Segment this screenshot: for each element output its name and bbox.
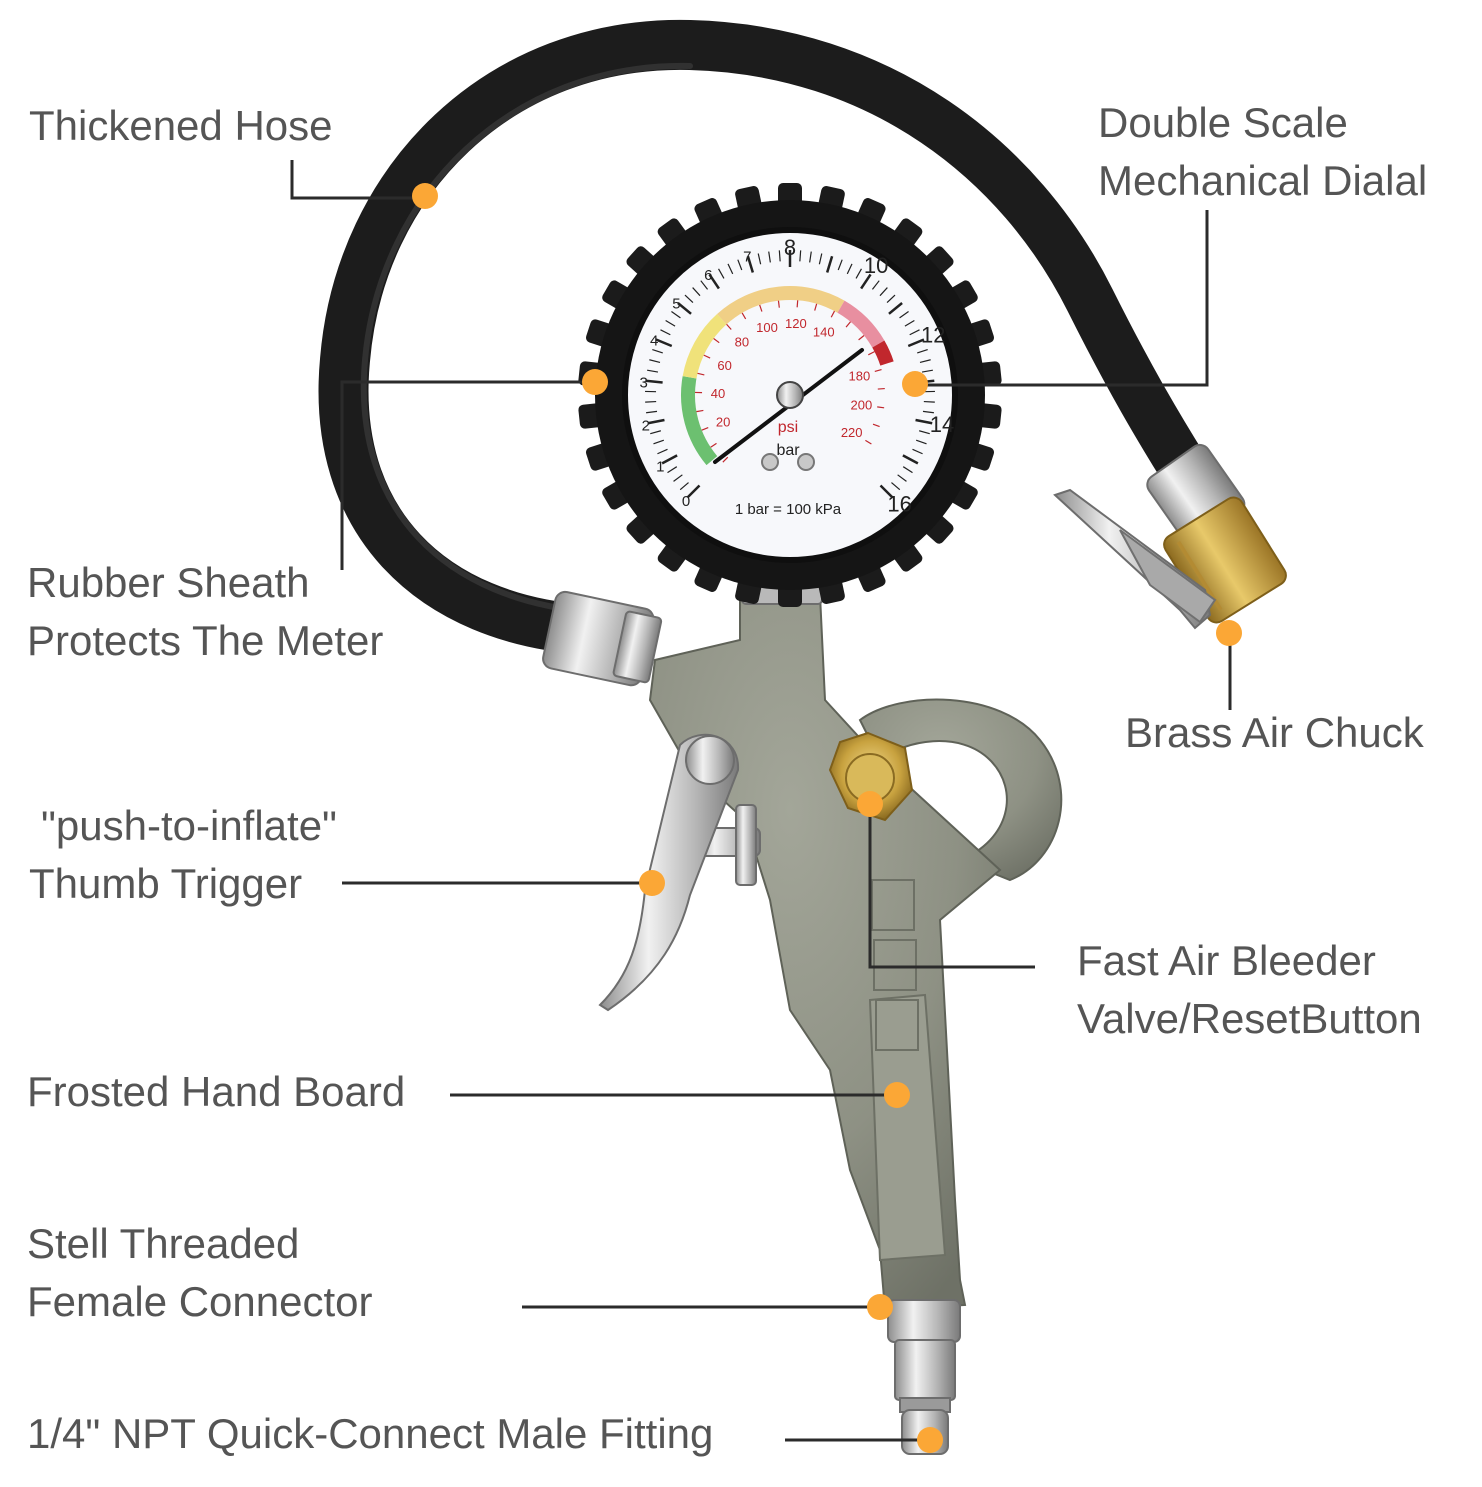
bar-tick-label: 16: [887, 492, 911, 517]
label-rubber-sheath: Rubber Sheath Protects The Meter: [27, 554, 383, 670]
bar-tick-label: 5: [672, 296, 680, 313]
label-bleeder-valve-line1: Fast Air Bleeder: [1077, 932, 1422, 990]
label-hand-board-text: Frosted Hand Board: [27, 1063, 405, 1121]
bar-tick-label: 7: [743, 248, 751, 265]
label-double-scale-line1: Double Scale: [1098, 94, 1427, 152]
gauge-unit-bar: bar: [776, 442, 800, 459]
hose-ferrule-left: [541, 590, 663, 689]
dot-connector: [867, 1294, 893, 1320]
bar-tick-mark: [645, 402, 656, 403]
psi-tick-label: 60: [717, 358, 731, 373]
label-bleeder-valve-line2: Valve/ResetButton: [1077, 990, 1422, 1048]
label-brass-air-chuck: Brass Air Chuck: [1125, 704, 1424, 762]
label-female-connector: Stell Threaded Female Connector: [27, 1215, 373, 1331]
bar-tick-label: 6: [704, 267, 712, 284]
bar-tick-label: 8: [784, 235, 796, 260]
dot-dial: [902, 371, 928, 397]
label-thumb-trigger: "push-to-inflate" Thumb Trigger: [29, 797, 337, 913]
psi-tick-label: 120: [785, 316, 807, 331]
label-rubber-sheath-line2: Protects The Meter: [27, 612, 383, 670]
psi-tick-mark: [778, 301, 779, 308]
dot-chuck: [1216, 620, 1242, 646]
label-male-fitting: 1/4" NPT Quick-Connect Male Fitting: [27, 1405, 713, 1463]
gauge-needle-hub: [777, 382, 803, 408]
label-double-scale: Double Scale Mechanical Dialal: [1098, 94, 1427, 210]
dot-hose: [412, 183, 438, 209]
label-brass-air-chuck-text: Brass Air Chuck: [1125, 704, 1424, 762]
psi-tick-label: 100: [756, 320, 778, 335]
bar-tick-label: 3: [640, 375, 648, 392]
psi-tick-label: 220: [841, 425, 863, 440]
red-zone: [878, 344, 887, 363]
bar-tick-label: 12: [921, 323, 945, 348]
bar-tick-mark: [800, 250, 801, 261]
label-female-connector-line2: Female Connector: [27, 1273, 373, 1331]
label-double-scale-line2: Mechanical Dialal: [1098, 152, 1427, 210]
thumb-trigger: [600, 735, 760, 1010]
bar-tick-label: 14: [930, 412, 954, 437]
dot-trigger: [639, 870, 665, 896]
label-thickened-hose: Thickened Hose: [29, 97, 333, 155]
bar-tick-label: 10: [864, 253, 888, 278]
psi-tick-label: 80: [735, 334, 749, 349]
label-thumb-trigger-line2: Thumb Trigger: [29, 855, 337, 913]
label-female-connector-line1: Stell Threaded: [27, 1215, 373, 1273]
gun-body: [650, 595, 1061, 1310]
label-rubber-sheath-line1: Rubber Sheath: [27, 554, 383, 612]
dot-hand-board: [884, 1082, 910, 1108]
psi-tick-label: 200: [850, 398, 872, 413]
gauge-unit-psi: psi: [778, 419, 798, 436]
bar-tick-mark: [646, 381, 663, 383]
bar-tick-label: 4: [650, 333, 658, 350]
bar-tick-label: 1: [656, 458, 664, 475]
psi-tick-label: 40: [711, 386, 725, 401]
psi-tick-label: 20: [716, 415, 730, 430]
dot-sheath: [582, 369, 608, 395]
dot-fitting: [917, 1427, 943, 1453]
bar-tick-mark: [779, 250, 780, 261]
psi-tick-label: 180: [849, 369, 871, 384]
psi-tick-mark: [797, 300, 798, 307]
label-thumb-trigger-line1: "push-to-inflate": [29, 797, 337, 855]
label-thickened-hose-text: Thickened Hose: [29, 97, 333, 155]
gauge-conversion: 1 bar = 100 kPa: [735, 501, 842, 518]
bar-tick-label: 2: [642, 418, 650, 435]
dot-bleeder: [857, 791, 883, 817]
bar-tick-mark: [924, 402, 935, 403]
bar-tick-label: 0: [682, 493, 690, 510]
psi-tick-label: 140: [813, 324, 835, 339]
label-male-fitting-text: 1/4" NPT Quick-Connect Male Fitting: [27, 1405, 713, 1463]
label-hand-board: Frosted Hand Board: [27, 1063, 405, 1121]
label-bleeder-valve: Fast Air Bleeder Valve/ResetButton: [1077, 932, 1422, 1048]
